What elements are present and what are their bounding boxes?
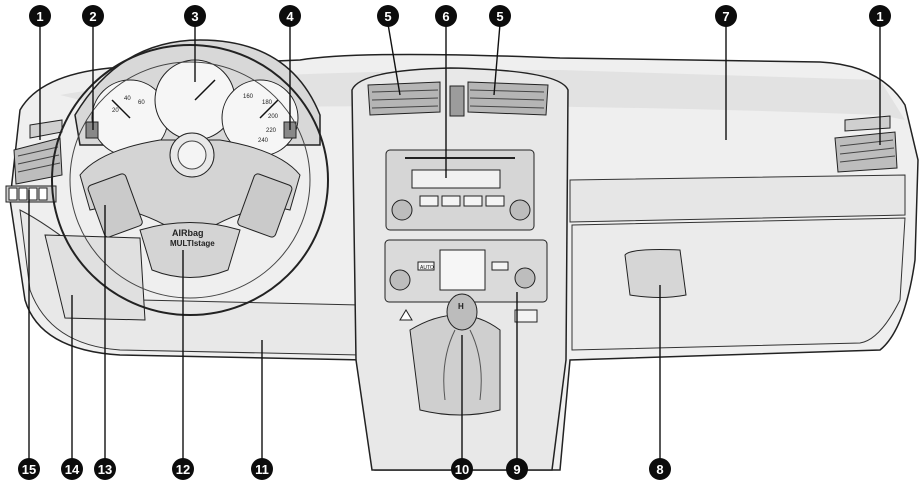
svg-text:4: 4 [286, 9, 294, 24]
svg-text:9: 9 [513, 462, 520, 477]
callout-badge-9: 9 [506, 458, 528, 480]
gear-shifter: H [409, 293, 501, 416]
callout-badge-6: 6 [435, 5, 457, 27]
airbag-multistage-label: MULTIstage [170, 239, 215, 248]
callout-badge-4: 4 [279, 5, 301, 27]
speedo-tick-1: 160 [243, 94, 254, 100]
svg-text:6: 6 [442, 9, 449, 24]
radio-unit [385, 149, 535, 231]
callout-badge-5-right: 5 [489, 5, 511, 27]
svg-text:3: 3 [191, 9, 198, 24]
svg-text:1: 1 [876, 9, 883, 24]
callout-badge-5-left: 5 [377, 5, 399, 27]
callout-badge-13: 13 [94, 458, 116, 480]
svg-text:11: 11 [255, 462, 269, 477]
gear-knob-label: H [458, 302, 464, 311]
callout-badge-7: 7 [715, 5, 737, 27]
speedo-tick-4: 220 [266, 128, 277, 134]
climate-panel: AUTO [384, 239, 548, 321]
left-switch-block [5, 185, 57, 203]
steering-wheel: AIRbag MULTIstage [51, 44, 329, 316]
svg-text:13: 13 [98, 462, 112, 477]
callout-badge-2: 2 [82, 5, 104, 27]
callout-badge-12: 12 [172, 458, 194, 480]
speedo-tick-5: 240 [258, 138, 269, 144]
callout-badge-1-right: 1 [869, 5, 891, 27]
svg-text:1: 1 [36, 9, 43, 24]
airbag-label: AIRbag [172, 228, 204, 238]
callout-badge-14: 14 [61, 458, 83, 480]
passenger-dash-ledge [569, 174, 906, 223]
passenger-lower-panel [571, 217, 906, 351]
callout-badge-8: 8 [649, 458, 671, 480]
callout-badge-3: 3 [184, 5, 206, 27]
callout-badge-15: 15 [18, 458, 40, 480]
svg-text:10: 10 [455, 462, 469, 477]
tacho-tick-3: 60 [138, 100, 145, 106]
svg-text:5: 5 [496, 9, 503, 24]
svg-text:8: 8 [656, 462, 663, 477]
center-vents [367, 81, 549, 117]
svg-text:14: 14 [65, 462, 80, 477]
svg-text:5: 5 [384, 9, 391, 24]
callout-badge-1-left: 1 [29, 5, 51, 27]
speedo-tick-2: 180 [262, 100, 273, 106]
callout-badge-10: 10 [451, 458, 473, 480]
tacho-tick-2: 40 [124, 96, 131, 102]
left-side-vent [13, 119, 63, 185]
tacho-tick-1: 20 [112, 108, 119, 114]
svg-text:15: 15 [22, 462, 36, 477]
svg-text:12: 12 [176, 462, 190, 477]
right-side-vent [834, 115, 898, 173]
glovebox-handle [624, 249, 687, 298]
svg-text:2: 2 [89, 9, 96, 24]
svg-text:7: 7 [722, 9, 729, 24]
climate-auto-label: AUTO [420, 265, 434, 271]
speedo-tick-3: 200 [268, 114, 279, 120]
switch-pair [514, 309, 538, 323]
callout-badge-11: 11 [251, 458, 273, 480]
leader-lines [28, 23, 881, 460]
